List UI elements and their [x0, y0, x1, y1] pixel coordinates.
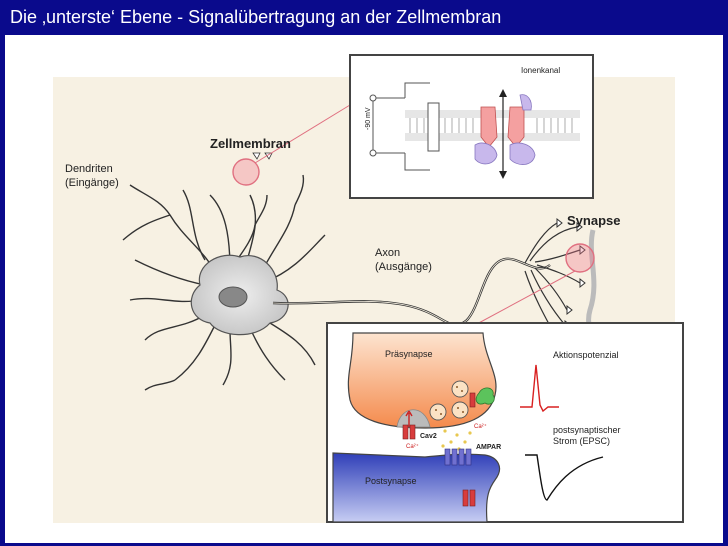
dendrites-sublabel: (Eingänge): [65, 177, 119, 189]
epsc-label: postsynaptischer: [553, 425, 621, 435]
ion-channel-inset: -90 mV Ionenkanal: [349, 54, 594, 199]
synapse-inset: Präsynapse Cav2 Ca²⁺ Ca²⁺: [326, 322, 684, 523]
axon-sublabel: (Ausgänge): [375, 261, 432, 273]
ca-label-lower: Ca²⁺: [406, 443, 419, 450]
epsc-sublabel: Strom (EPSC): [553, 436, 610, 446]
synapse-label: Synapse: [567, 213, 620, 228]
synapse-pointer: [474, 270, 576, 326]
membrane-highlight-circle: [232, 158, 260, 186]
voltage-label: -90 mV: [365, 107, 372, 130]
membrane-label: Zellmembran: [210, 136, 291, 151]
action-potential-label: Aktionspotenzial: [553, 350, 619, 360]
postsynapse-compartment: [332, 452, 500, 523]
cav2-label: Cav2: [420, 433, 437, 440]
ca-label-upper: Ca²⁺: [474, 423, 487, 430]
ampar-receptor: [444, 448, 472, 466]
epsc-trace: [525, 454, 604, 501]
presynapse-label: Präsynapse: [385, 349, 433, 359]
ion-channel-protein: [474, 89, 536, 179]
axon-terminals: [524, 222, 581, 336]
ion-channel-label: Ionenkanal: [521, 66, 560, 75]
cell-nucleus: [218, 286, 248, 308]
neuron-diagram: Dendriten (Eingänge) Zellmembran Synapse…: [53, 54, 684, 523]
synapse-highlight-circle: [565, 243, 595, 273]
dendrites-label: Dendriten: [65, 163, 113, 175]
synaptic-vesicles: [429, 380, 469, 421]
slide-canvas: Dendriten (Eingänge) Zellmembran Synapse…: [5, 35, 723, 543]
membrane-pointer: [254, 104, 351, 164]
neurotransmitter-dots: [441, 429, 472, 451]
ampar-label: AMPAR: [476, 444, 501, 451]
axon-label: Axon: [375, 247, 400, 259]
action-potential-trace: [520, 364, 559, 413]
postsynapse-label: Postsynapse: [365, 476, 417, 486]
slide-title: Die ‚unterste‘ Ebene - Signalübertragung…: [10, 7, 502, 27]
